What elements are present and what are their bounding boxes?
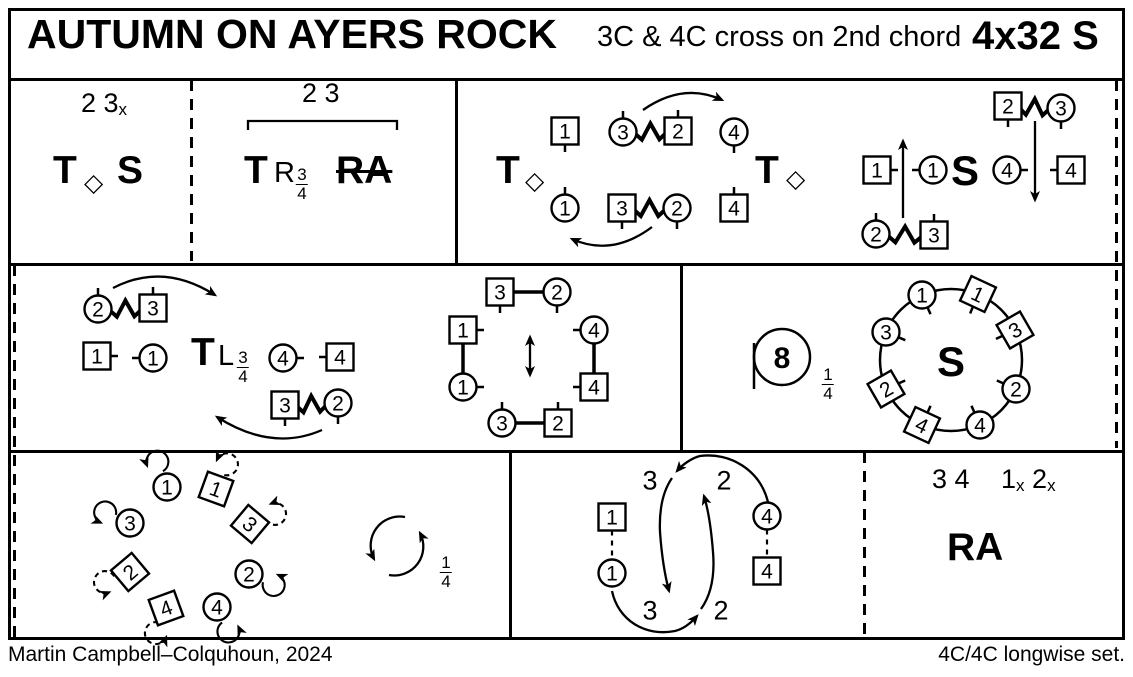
crossed-sub: x — [1047, 476, 1056, 495]
r1c1-set-symbol: S — [117, 149, 144, 192]
r1c2-turn-symbol: T — [244, 149, 268, 192]
fraction-denominator: 4 — [236, 367, 250, 387]
r1c2-hand: R — [274, 157, 295, 189]
grid-line-row2-row3 — [8, 450, 1125, 453]
r3c3-crossed-couples: 1x 2x — [1001, 464, 1056, 495]
snake-label-bottom-right: 2 — [713, 595, 729, 626]
snake-label-top-left: 3 — [642, 465, 658, 496]
r1c3-turn-symbol-1: T — [496, 149, 520, 192]
header-note: 3C & 4C cross on 2nd chord — [597, 21, 962, 53]
diamond-icon: ◇ — [525, 167, 545, 195]
crossed-sub: x — [118, 100, 128, 119]
dashed-divider-left — [13, 265, 16, 638]
bars-code: 4x32 S — [972, 14, 1099, 58]
fraction-numerator: 1 — [441, 553, 451, 572]
set-type: 4C/4C longwise set. — [938, 643, 1125, 666]
r1c2-couples: 2 3 — [302, 78, 340, 108]
page-title: AUTUMN ON AYERS ROCK — [27, 11, 557, 57]
fraction-numerator: 3 — [297, 165, 307, 184]
r2c1-hand: L — [218, 340, 235, 372]
r3c3-rights-and-lefts: RA — [947, 526, 1004, 569]
crossed-sub: x — [1016, 476, 1025, 495]
grid-line-r3-c1c2 — [509, 450, 512, 640]
r1c3-turn-symbol-2: T — [755, 149, 779, 192]
diamond-icon: ◇ — [786, 165, 806, 193]
r2c1-turn-symbol: T — [191, 331, 215, 374]
r1c2-cancelled-rights-and-lefts: RA — [336, 149, 393, 192]
dashed-divider-r3 — [863, 452, 866, 638]
dashed-divider-right — [1115, 80, 1118, 448]
snake-label-top-right: 2 — [716, 465, 732, 496]
grid-line-r2-c1c2 — [680, 263, 683, 450]
outer-frame — [8, 8, 1125, 640]
grid-line-r1-c2c3 — [455, 78, 458, 263]
r2c3-eight-hands: 8 — [773, 342, 791, 375]
r3c1-fraction: 1 4 — [439, 553, 453, 592]
r1c2-fraction: 3 4 — [295, 165, 309, 204]
r3c3-couples: 3 4 — [932, 464, 970, 494]
snake-label-bottom-left: 3 — [642, 595, 658, 626]
grid-line-title-bottom — [8, 78, 1125, 81]
r1c3-set-symbol: S — [951, 147, 980, 194]
grid-line-row1-row2 — [8, 263, 1125, 266]
diamond-icon: ◇ — [84, 169, 104, 197]
r1c1-couples: 2 3x — [81, 88, 128, 119]
dashed-divider-r1 — [190, 80, 193, 261]
fraction-denominator: 4 — [295, 184, 309, 204]
fraction-denominator: 4 — [821, 384, 835, 404]
r2c1-fraction: 3 4 — [236, 348, 250, 387]
fraction-numerator: 3 — [238, 348, 248, 367]
author-credit: Martin Campbell–Colquhoun, 2024 — [8, 643, 333, 666]
r2c3-fraction: 1 4 — [821, 365, 835, 404]
r1c1-turn-symbol: T — [53, 149, 77, 192]
r2c3-set-symbol: S — [936, 338, 966, 385]
fraction-denominator: 4 — [439, 572, 453, 592]
fraction-numerator: 1 — [823, 365, 833, 384]
